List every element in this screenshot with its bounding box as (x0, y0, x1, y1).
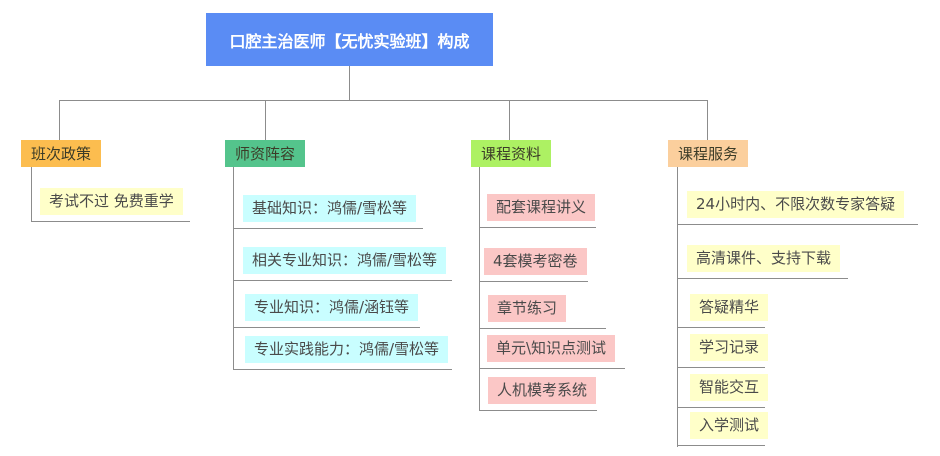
leaf-node: 专业实践能力：鸿儒/雪松等 (233, 336, 452, 370)
leaf-label[interactable]: 入学测试 (690, 412, 769, 439)
leaf-node: 基础知识：鸿儒/雪松等 (233, 195, 423, 229)
leaf-node: 高清课件、支持下载 (677, 245, 848, 279)
leaf-label[interactable]: 相关专业知识：鸿儒/雪松等 (243, 247, 447, 274)
connector-trunk (349, 66, 350, 100)
leaf-label[interactable]: 基础知识：鸿儒/雪松等 (243, 195, 417, 222)
leaf-label[interactable]: 单元\知识点测试 (487, 335, 616, 362)
leaf-label[interactable]: 答疑精华 (690, 294, 769, 321)
leaf-node: 考试不过 免费重学 (31, 188, 190, 222)
branch-header-class-policy[interactable]: 班次政策 (21, 140, 102, 167)
connector-drop-2 (265, 100, 266, 140)
branch-spine-3 (479, 167, 480, 411)
branch-header-services[interactable]: 课程服务 (668, 140, 749, 167)
branch-spine-1 (31, 167, 32, 222)
branch-header-faculty[interactable]: 师资阵容 (225, 140, 306, 167)
leaf-node: 入学测试 (677, 412, 769, 446)
connector-drop-4 (707, 100, 708, 140)
leaf-node: 答疑精华 (677, 294, 769, 328)
leaf-node: 配套课程讲义 (479, 194, 596, 228)
connector-drop-3 (509, 100, 510, 140)
leaf-label[interactable]: 专业实践能力：鸿儒/雪松等 (245, 336, 449, 363)
leaf-node: 24小时内、不限次数专家答疑 (677, 191, 918, 225)
leaf-label[interactable]: 专业知识：鸿儒/涵钰等 (245, 294, 419, 321)
leaf-label[interactable]: 章节练习 (488, 295, 567, 322)
branch-header-materials[interactable]: 课程资料 (471, 140, 552, 167)
leaf-node: 单元\知识点测试 (479, 335, 625, 369)
branch-spine-4 (677, 167, 678, 447)
leaf-node: 学习记录 (677, 334, 769, 368)
connector-rail (59, 100, 708, 101)
leaf-label[interactable]: 配套课程讲义 (487, 194, 596, 221)
root-node[interactable]: 口腔主治医师【无忧实验班】构成 (206, 13, 493, 66)
leaf-label[interactable]: 4套模考密卷 (484, 248, 587, 275)
leaf-node: 4套模考密卷 (479, 248, 588, 282)
leaf-label[interactable]: 24小时内、不限次数专家答疑 (687, 191, 905, 218)
leaf-label[interactable]: 高清课件、支持下载 (687, 245, 841, 272)
leaf-label[interactable]: 学习记录 (690, 334, 769, 361)
leaf-label[interactable]: 考试不过 免费重学 (40, 188, 183, 215)
leaf-node: 相关专业知识：鸿儒/雪松等 (233, 247, 452, 281)
leaf-label[interactable]: 人机模考系统 (488, 377, 597, 404)
connector-drop-1 (59, 100, 60, 140)
branch-spine-2 (233, 167, 234, 370)
leaf-node: 章节练习 (479, 295, 606, 329)
leaf-node: 专业知识：鸿儒/涵钰等 (233, 294, 420, 328)
leaf-label[interactable]: 智能交互 (690, 374, 769, 401)
leaf-node: 人机模考系统 (479, 377, 597, 411)
leaf-node: 智能交互 (677, 374, 769, 408)
